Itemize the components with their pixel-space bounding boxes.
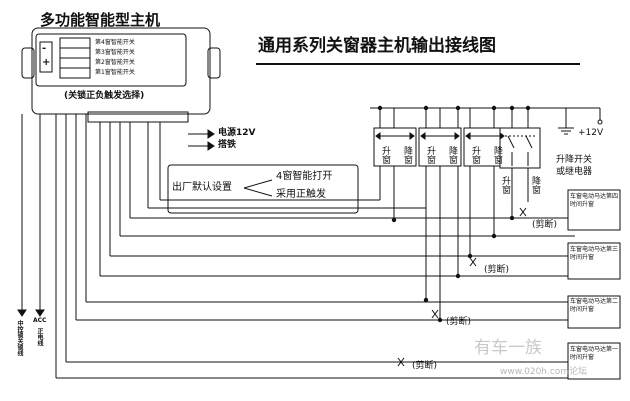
switch1-up: 升窗 — [380, 146, 390, 164]
polarity-label: (关锁正负触发选择) — [64, 91, 145, 101]
motor-box-1 — [567, 342, 621, 380]
cut-mark-3 — [431, 309, 439, 319]
motor-box-4 — [567, 189, 621, 231]
cut-label-1: (剪断) — [532, 220, 558, 230]
relay-down: 降窗 — [530, 176, 540, 194]
host-unit-box — [31, 27, 211, 115]
polarity-minus: - — [42, 43, 47, 54]
switch3-down: 降窗 — [492, 146, 502, 164]
host-left-ear — [21, 47, 35, 79]
cut-label-4: (剪断) — [412, 361, 438, 371]
host-right-ear — [207, 47, 221, 79]
switch-box-3 — [463, 127, 507, 167]
motor-box-3 — [567, 242, 621, 280]
relay-label-2: 或继电器 — [556, 167, 593, 177]
cut-label-2: (剪断) — [484, 265, 510, 275]
switch-label-1: 第1窗智能开关 — [95, 69, 135, 76]
motor-label-1: 车窗电动马达第一时间升窗 — [570, 346, 619, 361]
relay-up: 升窗 — [500, 176, 510, 194]
polarity-plus: + — [42, 57, 51, 68]
ground-label: 搭铁 — [218, 140, 237, 150]
switch3-up: 升窗 — [470, 146, 480, 164]
watermark-url: www.020h.com论坛 — [500, 367, 588, 377]
acc-wire-label: 正电线 — [36, 328, 43, 346]
factory-label: 出厂默认设置 — [172, 182, 232, 193]
relay-label-1: 升降开关 — [556, 155, 593, 165]
cut-mark-4 — [397, 357, 405, 367]
switch-label-4: 第4窗智能开关 — [95, 39, 135, 46]
factory-opt2: 采用正触发 — [276, 189, 326, 200]
switch-box-2 — [418, 127, 462, 167]
lock-wire-label: 中控锁关锁线 — [16, 320, 23, 356]
cut-mark-1 — [519, 207, 527, 217]
switch-label-2: 第2窗智能开关 — [95, 59, 135, 66]
acc-label: ACC — [33, 317, 47, 324]
switch-label-3: 第3窗智能开关 — [95, 49, 135, 56]
factory-opt1: 4窗智能打开 — [276, 171, 333, 182]
watermark-brand: 有车一族 — [474, 338, 542, 358]
cut-label-3: (剪断) — [446, 317, 472, 327]
factory-default-box — [167, 164, 359, 214]
switch2-down: 降窗 — [447, 146, 457, 164]
plus12v-label: +12V — [578, 128, 604, 138]
relay-box — [499, 127, 541, 169]
motor-label-4: 车窗电动马达第四时间升窗 — [570, 193, 619, 208]
motor-box-2 — [567, 295, 621, 329]
cut-mark-2 — [469, 257, 477, 267]
switch1-down: 降窗 — [402, 146, 412, 164]
switch-box-1 — [373, 127, 417, 167]
diagram-title: 通用系列关窗器主机输出接线图 — [258, 36, 496, 56]
power-label: 电源12V — [218, 128, 256, 138]
motor-label-3: 车窗电动马达第三时间升窗 — [570, 246, 619, 261]
switch2-up: 升窗 — [425, 146, 435, 164]
motor-label-2: 车窗电动马达第二时间升窗 — [570, 298, 619, 313]
host-title: 多功能智能型主机 — [40, 11, 161, 29]
